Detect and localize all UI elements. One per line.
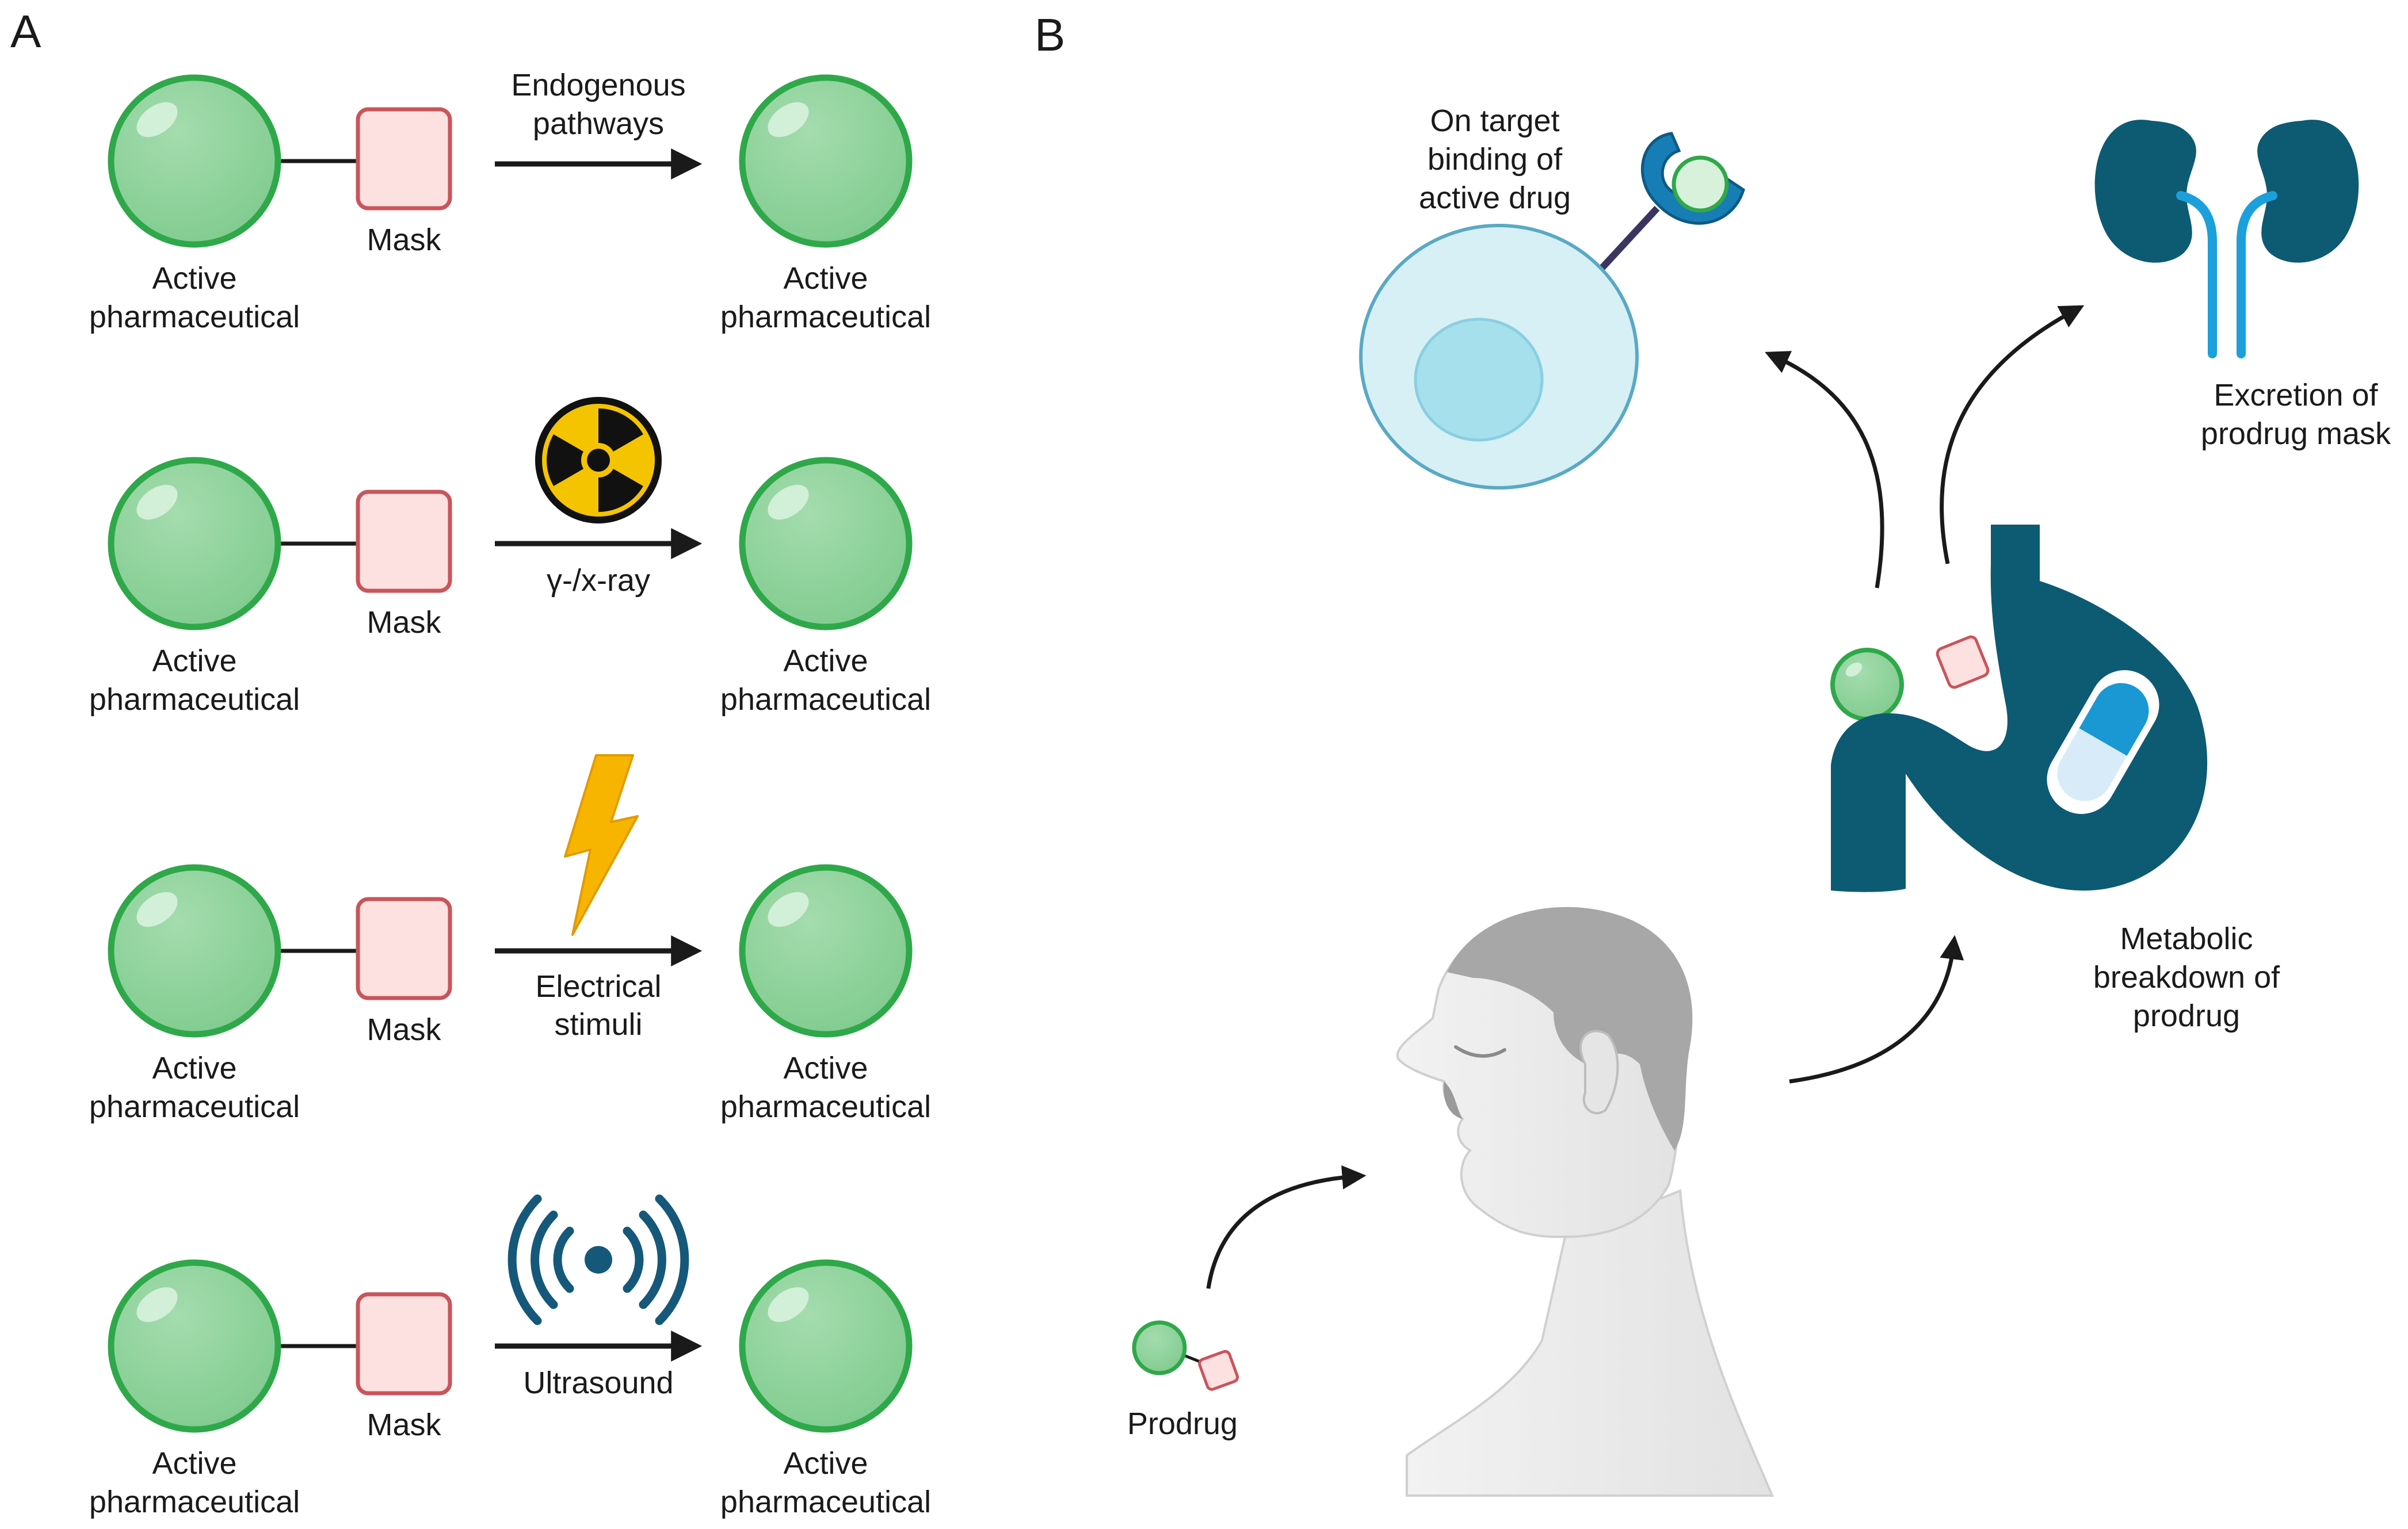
kidney-icon [2094, 120, 2359, 358]
capsule-icon [2047, 670, 2159, 814]
metabolic-label-line3: prodrug [2133, 999, 2240, 1033]
product-drug-sphere [739, 864, 913, 1038]
sphere-highlight [768, 892, 809, 927]
drug-label-line1: Active [152, 261, 236, 296]
product-drug-sphere [739, 74, 913, 248]
panel-a-row-3: Mask Active pharmaceutical Electrical st… [89, 754, 931, 1124]
product-drug-sphere [739, 1259, 913, 1433]
closed-eye [1454, 1045, 1506, 1058]
stimulus-label: Ultrasound [523, 1366, 673, 1400]
bound-drug-sphere [1672, 155, 1729, 213]
active-drug-sphere [108, 864, 281, 1038]
excretion-label-line2: prodrug mask [2201, 416, 2391, 451]
product-label-line2: pharmaceutical [720, 1090, 931, 1124]
sphere-highlight [136, 1287, 178, 1322]
arrow-to-target-cell [1765, 351, 1884, 588]
prodrug-label: Prodrug [1127, 1406, 1238, 1441]
arrow-to-mouth [1206, 1165, 1367, 1289]
drug-label-line1: Active [152, 1051, 236, 1085]
product-label-line2: pharmaceutical [720, 682, 931, 717]
drug-label-line1: Active [152, 1446, 236, 1481]
panel-a-row-2: Mask Active pharmaceutical γ-/x-ray Acti… [89, 397, 931, 717]
sphere-highlight [768, 102, 809, 137]
active-drug-sphere [108, 74, 281, 248]
open-mouth [1444, 1081, 1463, 1119]
mask-label: Mask [367, 605, 441, 640]
metabolic-label-line2: breakdown of [2093, 960, 2280, 995]
target-label-line1: On target [1430, 104, 1559, 138]
neck-shoulder [1406, 1189, 1774, 1497]
product-drug-sphere [739, 457, 913, 630]
sphere-highlight [1845, 662, 1863, 677]
left-ureter [2176, 191, 2217, 358]
prodrug-icon [1132, 1320, 1239, 1391]
right-ureter [2237, 191, 2277, 358]
released-mask-square [1936, 635, 1990, 689]
sphere-highlight [136, 484, 178, 520]
drug-label-line2: pharmaceutical [89, 1485, 300, 1519]
mask-label: Mask [367, 1012, 441, 1047]
drug-label-line2: pharmaceutical [89, 682, 300, 717]
mask-label: Mask [367, 1408, 441, 1442]
target-cell-group [1359, 132, 1745, 490]
panel-a-row-4: Mask Active pharmaceutical Ultrasound Ac… [89, 1194, 931, 1519]
panel-a-row-1: Mask Active pharmaceutical Endogenous pa… [89, 68, 931, 334]
excretion-label-line1: Excretion of [2214, 378, 2378, 412]
mask-square [356, 1292, 452, 1396]
left-kidney [2094, 120, 2196, 263]
ear [1579, 1030, 1619, 1115]
arrow-to-kidneys [1940, 305, 2085, 564]
drug-label-line2: pharmaceutical [89, 1090, 300, 1124]
sphere-highlight [768, 484, 809, 520]
stomach-icon [1831, 525, 2208, 892]
target-label-line3: active drug [1419, 181, 1571, 215]
released-drug-sphere [1830, 648, 1904, 721]
mask-square [356, 107, 452, 211]
product-label-line1: Active [783, 261, 868, 296]
stimulus-label-line2: pathways [533, 106, 664, 141]
metabolic-label-line1: Metabolic [2120, 922, 2253, 956]
product-label-line2: pharmaceutical [720, 300, 931, 334]
sphere-highlight [136, 102, 178, 137]
panel-letter-b: B [1035, 9, 1065, 60]
stimulus-label: γ-/x-ray [547, 563, 650, 598]
hair [1447, 907, 1693, 1150]
stimulus-label-line2: stimuli [554, 1007, 642, 1042]
right-kidney [2257, 120, 2359, 263]
active-drug-sphere [108, 457, 281, 630]
active-drug-sphere [108, 1259, 281, 1433]
drug-label-line2: pharmaceutical [89, 300, 300, 334]
mask-square [356, 490, 452, 593]
product-label-line1: Active [783, 1446, 868, 1481]
product-label-line1: Active [783, 644, 868, 678]
panel-letter-a: A [10, 6, 41, 57]
target-label-line2: binding of [1428, 142, 1563, 177]
radiation-icon [535, 397, 662, 523]
human-head-icon [1396, 907, 1774, 1497]
arrow-to-stomach [1789, 935, 1964, 1084]
mask-square [356, 897, 452, 1000]
product-label-line1: Active [783, 1051, 868, 1085]
cell-nucleus [1414, 318, 1544, 442]
product-label-line2: pharmaceutical [720, 1485, 931, 1519]
lightning-icon [564, 754, 639, 936]
ultrasound-waves-icon [507, 1194, 689, 1325]
sphere-highlight [136, 892, 178, 927]
stimulus-label-line1: Electrical [535, 969, 661, 1004]
stimulus-label-line1: Endogenous [511, 68, 685, 102]
mask-label: Mask [367, 223, 441, 257]
sphere-highlight [768, 1287, 809, 1322]
drug-label-line1: Active [152, 644, 236, 678]
